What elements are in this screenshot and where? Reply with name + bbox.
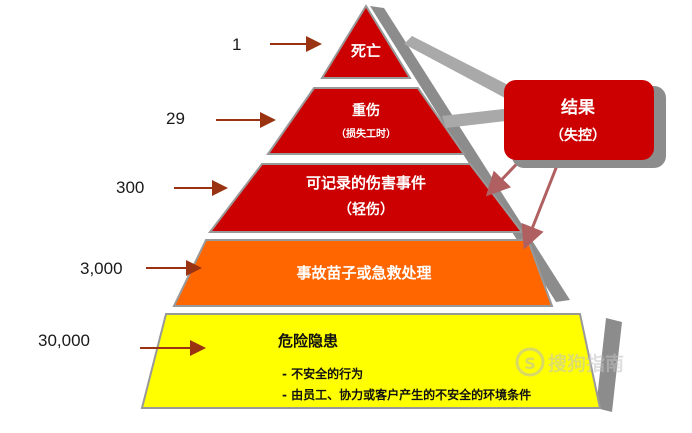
pyramid-shadow-base [596,318,622,412]
tier-4-near-miss [172,239,554,307]
watermark-logo-icon [515,347,545,377]
watermark: S 搜狗指南 [515,347,624,377]
tier-2-severe-injury [266,87,466,155]
tier-5-hazards [140,313,602,409]
callout-subtitle: （失控） [550,127,606,144]
callout-box [504,80,654,160]
callout-title: 结果 [561,97,595,118]
count-tier-1: 1 [232,35,241,54]
tier-4-title: 事故苗子或急救处理 [296,264,431,282]
callout-connector-top [404,36,530,106]
tier-3-subtitle: （轻伤） [338,201,394,218]
count-tier-5: 30,000 [38,331,90,350]
callout-pointer-bottom [521,157,562,250]
tier-5-bullet-1: - 不安全的行为 [282,366,363,381]
tier-2-title: 重伤 [352,102,380,119]
watermark-logo-glyph: S [524,354,536,373]
tier-1-title: 死亡 [351,42,381,60]
tier-5-title: 危险隐患 [278,332,338,350]
tier-2-subtitle: （损失工时） [336,127,396,140]
callout-connector-mid [442,108,514,128]
tier-3-title: 可记录的伤害事件 [306,174,426,192]
tier-5-bullet-2: - 由员工、协力或客户产生的不安全的环境条件 [282,387,531,402]
count-tier-3: 300 [116,178,144,197]
count-tier-2: 29 [166,109,185,128]
count-tier-4: 3,000 [80,259,123,278]
tier-1-death [320,4,412,79]
watermark-brand: 搜狗指南 [548,352,624,375]
